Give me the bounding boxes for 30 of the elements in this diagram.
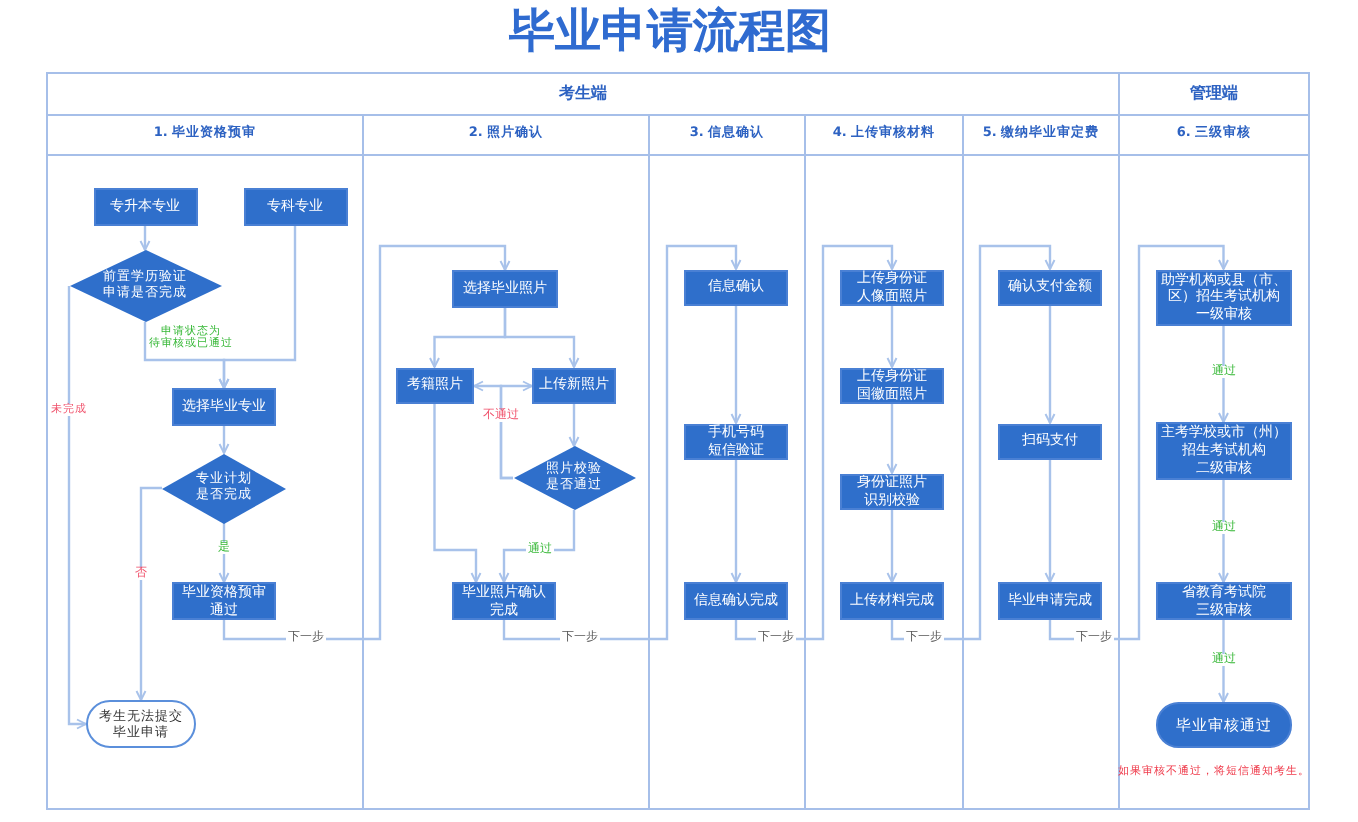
arrow [218, 426, 230, 454]
arrow [886, 510, 898, 583]
arrow [135, 486, 162, 701]
pool-header: 管理端 [1120, 74, 1308, 116]
arrow [886, 404, 898, 474]
arrow [218, 523, 230, 583]
arrow [568, 404, 580, 447]
arrow [886, 306, 898, 368]
arrow [143, 322, 230, 389]
arrow [67, 286, 87, 730]
swimlane-pool [46, 72, 1120, 810]
arrow [503, 307, 580, 368]
arrow [498, 510, 576, 583]
arrow [730, 460, 742, 583]
arrow [734, 244, 898, 641]
pool-header: 考生端 [48, 74, 1118, 116]
arrow [1218, 479, 1229, 583]
arrow [222, 244, 511, 641]
arrow [433, 404, 482, 583]
arrow [139, 226, 151, 251]
arrow [1044, 460, 1056, 583]
arrow [890, 244, 1056, 641]
title: 毕业申请流程图 [509, 5, 831, 61]
arrow [1048, 244, 1229, 641]
arrow [730, 306, 742, 424]
arrow [499, 380, 533, 480]
arrow [1218, 326, 1229, 423]
arrow [1044, 306, 1056, 424]
arrow [502, 244, 742, 641]
arrow [1218, 620, 1229, 703]
